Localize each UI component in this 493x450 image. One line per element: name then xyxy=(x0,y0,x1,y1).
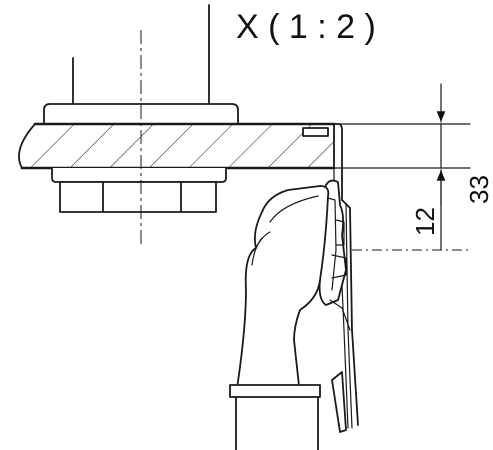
plate-clip xyxy=(331,371,347,433)
upper-screw-leads xyxy=(72,4,210,105)
detail-title: X ( 1 : 2 ) xyxy=(236,8,376,46)
dimension-33: 33 xyxy=(436,83,493,251)
lower-nut xyxy=(51,167,227,213)
panel-section xyxy=(18,122,336,170)
reference-lines xyxy=(333,123,471,251)
dimension-33-label: 33 xyxy=(464,175,493,204)
screwdriver xyxy=(229,185,330,450)
dimension-12-label: 12 xyxy=(410,207,440,236)
dimension-12: 12 xyxy=(410,123,446,236)
